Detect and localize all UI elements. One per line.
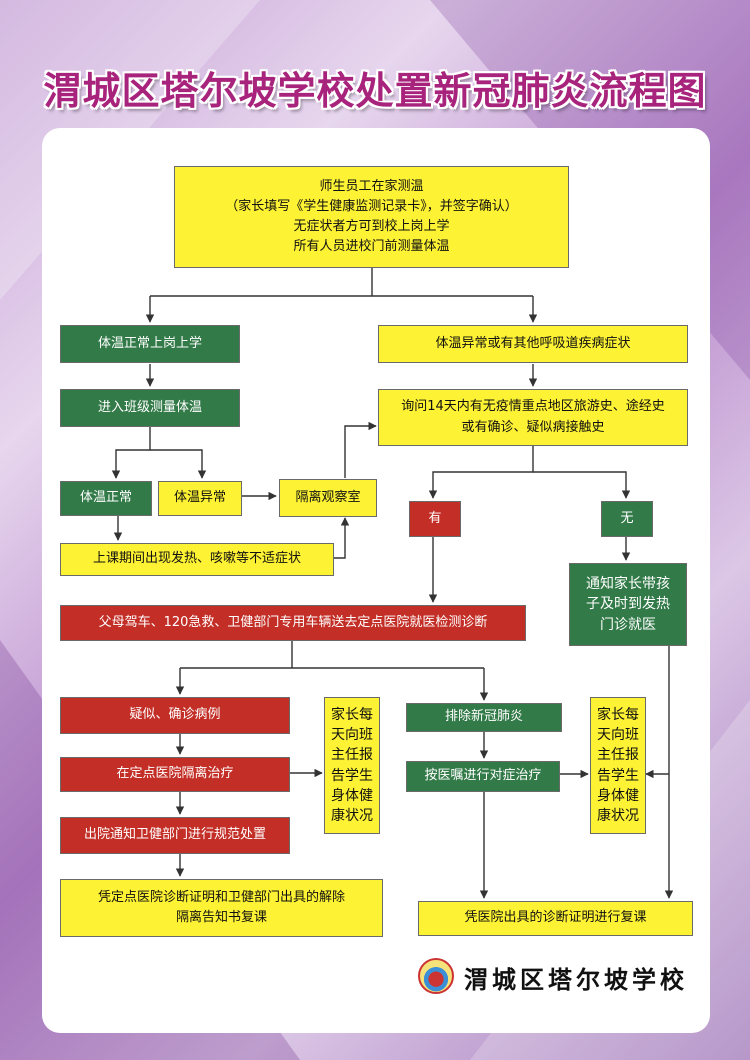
node-symptomatic-treatment: 按医嘱进行对症治疗 — [406, 761, 560, 792]
node-isolation-treatment: 在定点医院隔离治疗 — [60, 757, 290, 792]
node-discharge-notice: 出院通知卫健部门进行规范处置 — [60, 817, 290, 854]
school-logo-icon — [418, 958, 454, 994]
node-no: 无 — [601, 501, 653, 537]
node-line: 或有确诊、疑似病接触史 — [461, 419, 605, 435]
node-line: （家长填写《学生健康监测记录卡》，并签字确认） — [225, 198, 518, 214]
node-exclude-covid: 排除新冠肺炎 — [406, 703, 562, 732]
node-notify-parents-clinic: 通知家长带孩 子及时到发热 门诊就医 — [569, 563, 687, 646]
node-line: 天向班 — [331, 726, 373, 743]
node-line: 凭定点医院诊断证明和卫健部门出具的解除 — [97, 889, 345, 905]
node-line: 通知家长带孩 — [586, 576, 670, 593]
node-temp-abnormal: 体温异常 — [158, 481, 242, 516]
node-line: 家长每 — [331, 706, 373, 723]
node-normal-to-school: 体温正常上岗上学 — [60, 325, 240, 363]
node-line: 主任报 — [597, 747, 639, 764]
node-temp-normal: 体温正常 — [60, 481, 152, 516]
connector — [344, 421, 377, 478]
node-parent-report-right: 家长每 天向班 主任报 告学生 身体健 康状况 — [590, 697, 646, 834]
page-title: 渭城区塔尔坡学校处置新冠肺炎流程图 — [43, 69, 707, 113]
node-suspected-confirmed: 疑似、确诊病例 — [60, 697, 290, 734]
connector — [150, 449, 207, 479]
node-line: 康状况 — [597, 808, 639, 825]
node-line: 门诊就医 — [600, 616, 656, 633]
node-line: 告学生 — [331, 767, 373, 784]
node-in-class-symptoms: 上课期间出现发热、咳嗽等不适症状 — [60, 543, 334, 576]
connector — [533, 471, 631, 499]
connector — [111, 427, 151, 479]
node-line: 无症状者方可到校上岗上学 — [293, 219, 450, 234]
node-abnormal-symptoms: 体温异常或有其他呼吸道疾病症状 — [378, 325, 688, 363]
node-isolation-room: 隔离观察室 — [279, 479, 377, 517]
node-line: 康状况 — [331, 808, 373, 825]
node-line: 身体健 — [597, 787, 639, 804]
node-line: 所有人员进校门前测量体温 — [293, 239, 450, 255]
connector — [428, 446, 534, 499]
node-return-cert-isolation: 凭定点医院诊断证明和卫健部门出具的解除 隔离告知书复课 — [60, 879, 383, 937]
node-line: 身体健 — [331, 787, 373, 804]
connector — [334, 517, 350, 559]
node-return-cert-hospital: 凭医院出具的诊断证明进行复课 — [418, 901, 693, 936]
node-line: 询问14天内有无疫情重点地区旅游史、途经史 — [401, 399, 665, 415]
node-transport-hospital: 父母驾车、120急救、卫健部门专用车辆送去定点医院就医检测诊断 — [60, 605, 526, 641]
node-line: 隔离告知书复课 — [175, 910, 267, 925]
node-line: 天向班 — [597, 726, 639, 743]
node-home-temperature: 师生员工在家测温 （家长填写《学生健康监测记录卡》，并签字确认） 无症状者方可到… — [174, 166, 569, 268]
node-line: 告学生 — [597, 767, 639, 784]
node-line: 家长每 — [597, 706, 639, 723]
node-parent-report-left: 家长每 天向班 主任报 告学生 身体健 康状况 — [324, 697, 380, 834]
node-line: 主任报 — [331, 747, 373, 764]
node-class-temperature: 进入班级测量体温 — [60, 389, 240, 427]
school-name: 渭城区塔尔坡学校 — [464, 965, 688, 994]
node-line: 子及时到发热 — [586, 596, 670, 613]
node-line: 师生员工在家测温 — [319, 178, 424, 194]
node-inquiry-history: 询问14天内有无疫情重点地区旅游史、途经史 或有确诊、疑似病接触史 — [378, 389, 688, 446]
node-yes: 有 — [409, 501, 461, 537]
